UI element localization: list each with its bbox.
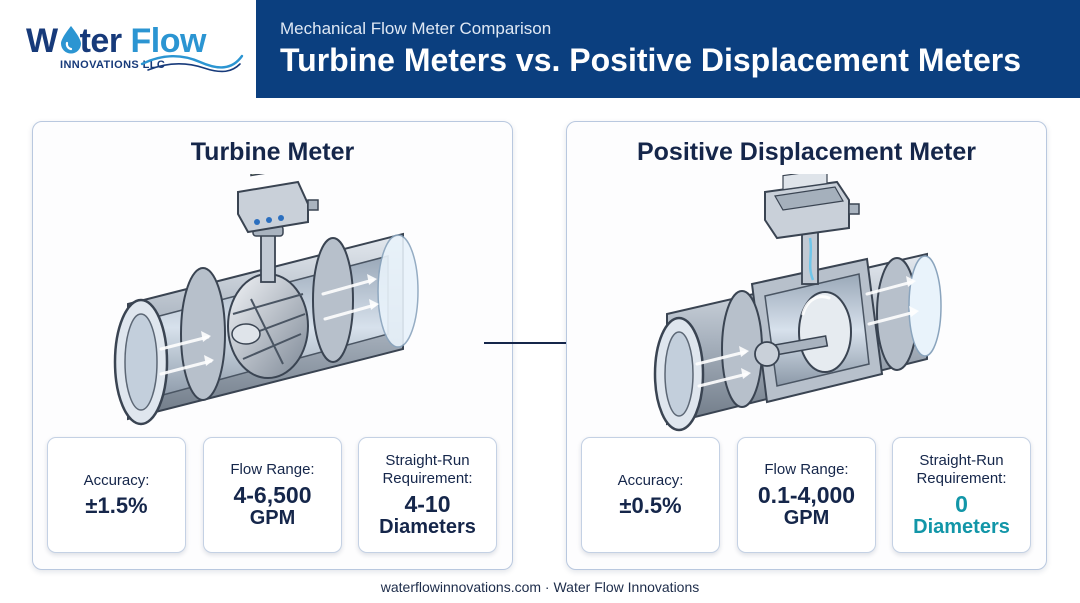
stat-unit: Diameters: [379, 516, 476, 538]
wave-icon: [140, 54, 244, 73]
stat-unit-highlight: Diameters: [913, 516, 1010, 538]
stat-card-accuracy: Accuracy: ±0.5%: [581, 437, 720, 553]
logo-word-flow: Flow: [130, 22, 207, 60]
turbine-meter-panel: Turbine Meter: [32, 121, 513, 570]
panel-title-positive-displacement: Positive Displacement Meter: [636, 138, 976, 166]
stat-card-accuracy: Accuracy: ±1.5%: [47, 437, 186, 553]
stat-label: Straight-Run Requirement:: [916, 452, 1007, 487]
logo-word-w: W: [26, 22, 58, 60]
turbine-meter-illustration: [113, 174, 419, 426]
stat-unit: GPM: [783, 507, 830, 529]
stat-label: Flow Range:: [764, 461, 849, 478]
positive-displacement-meter-illustration: [653, 174, 942, 432]
stat-card-flow-range: Flow Range: 4-6,500 GPM: [203, 437, 342, 553]
footer-credit: waterflowinnovations.com · Water Flow In…: [380, 579, 700, 595]
positive-displacement-meter-panel: Positive Displacement Meter: [566, 121, 1047, 570]
stat-value: 0.1-4,000: [757, 482, 856, 508]
stat-label: Accuracy:: [83, 472, 150, 489]
panel-title-turbine: Turbine Meter: [190, 138, 355, 166]
stat-card-straight-run: Straight-Run Requirement: 4-10 Diameters: [358, 437, 497, 553]
stat-card-flow-range: Flow Range: 0.1-4,000 GPM: [737, 437, 876, 553]
stat-card-straight-run: Straight-Run Requirement: 0 Diameters: [892, 437, 1031, 553]
header-kicker: Mechanical Flow Meter Comparison: [280, 19, 552, 38]
stat-label: Flow Range:: [230, 461, 315, 478]
stat-label: Straight-Run Requirement:: [382, 452, 473, 487]
logo-word-ter: ter: [79, 22, 122, 60]
stat-unit: GPM: [249, 507, 296, 529]
logo-subtitle: INNOVATIONS LLC: [60, 59, 166, 71]
stat-value: 4-10: [404, 491, 451, 517]
page-title: Turbine Meters vs. Positive Displacement…: [280, 42, 1021, 78]
stat-label: Accuracy:: [617, 472, 684, 489]
header-banner: Mechanical Flow Meter Comparison Turbine…: [256, 0, 1080, 98]
stat-value: ±1.5%: [85, 493, 148, 518]
water-drop-icon: [61, 26, 81, 54]
stat-value: 4-6,500: [233, 482, 312, 508]
stat-value: ±0.5%: [619, 493, 682, 518]
stat-value-highlight: 0: [955, 491, 968, 517]
